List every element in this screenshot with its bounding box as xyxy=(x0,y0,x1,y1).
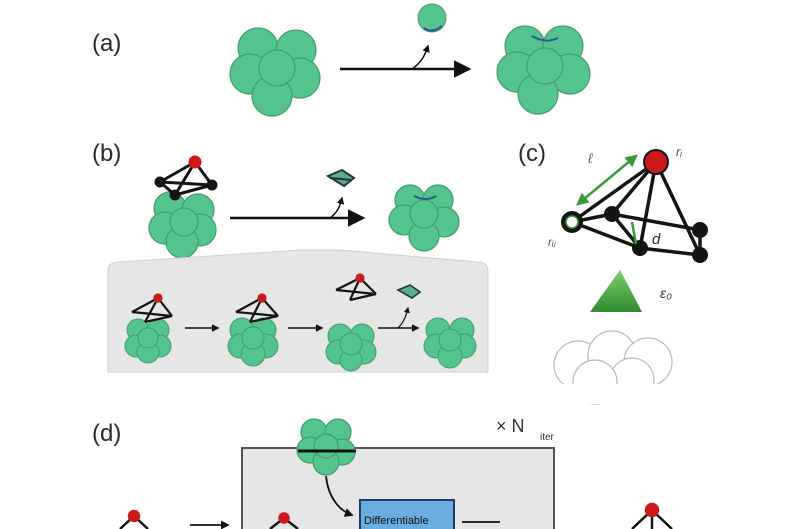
energy-triangle-c xyxy=(590,270,642,312)
fragment-b xyxy=(325,168,356,188)
outline-cover-c xyxy=(550,384,680,404)
subpanel-step-1 xyxy=(124,293,173,364)
panel-label-c: (c) xyxy=(518,140,546,167)
subpanel-step-4 xyxy=(423,317,477,369)
complex-d-1 xyxy=(119,509,149,529)
multiplier-d: × N xyxy=(496,416,525,436)
subpanel-step-3 xyxy=(325,273,377,372)
panel-a xyxy=(229,3,591,117)
adsorbed-mark-b xyxy=(413,195,437,200)
symbol-left-c: rᵢⱼ xyxy=(548,235,556,249)
multiplier-sub-d: iter xyxy=(540,432,555,443)
atoms-c xyxy=(561,149,708,263)
symbol-top-right-c: rᵢ xyxy=(676,144,682,159)
panel-d: × N iter Differentiable xyxy=(119,416,673,529)
tetra-complex-b xyxy=(154,155,218,201)
panel-label-d: (d) xyxy=(92,420,122,447)
branch-arrow-b xyxy=(329,196,345,219)
symbol-diag-c: ℓ xyxy=(587,150,593,166)
complex-d-3 xyxy=(631,502,673,529)
symbol-triangle-c: ε₀ xyxy=(660,285,672,301)
subpanel-b xyxy=(107,249,489,373)
distance-arrow-c xyxy=(576,154,638,206)
symbol-side-c: d xyxy=(652,231,661,248)
cluster-a-left xyxy=(229,27,321,117)
panel-label-a: (a) xyxy=(92,30,122,57)
subpanel-fragment xyxy=(396,284,422,299)
panel-label-b: (b) xyxy=(92,140,122,167)
box-text-d: Differentiable xyxy=(364,515,429,527)
cluster-b-right xyxy=(388,184,460,252)
panel-c: ℓ rᵢ rᵢⱼ d ε₀ xyxy=(548,144,708,405)
cluster-b-left xyxy=(148,191,217,259)
panel-b xyxy=(107,155,489,373)
blue-box-d xyxy=(359,499,455,529)
dihedral-mark-c xyxy=(630,221,638,245)
complex-d-2 xyxy=(269,512,299,529)
curve-arrow-d xyxy=(325,475,354,517)
cluster-a-right xyxy=(496,25,591,115)
adsorbed-mark-a xyxy=(531,35,559,42)
subpanel-step-2 xyxy=(227,293,279,367)
subpanel-branch-arrow xyxy=(397,306,410,329)
branch-arrow-a xyxy=(411,44,430,70)
adatom-a xyxy=(417,3,447,33)
